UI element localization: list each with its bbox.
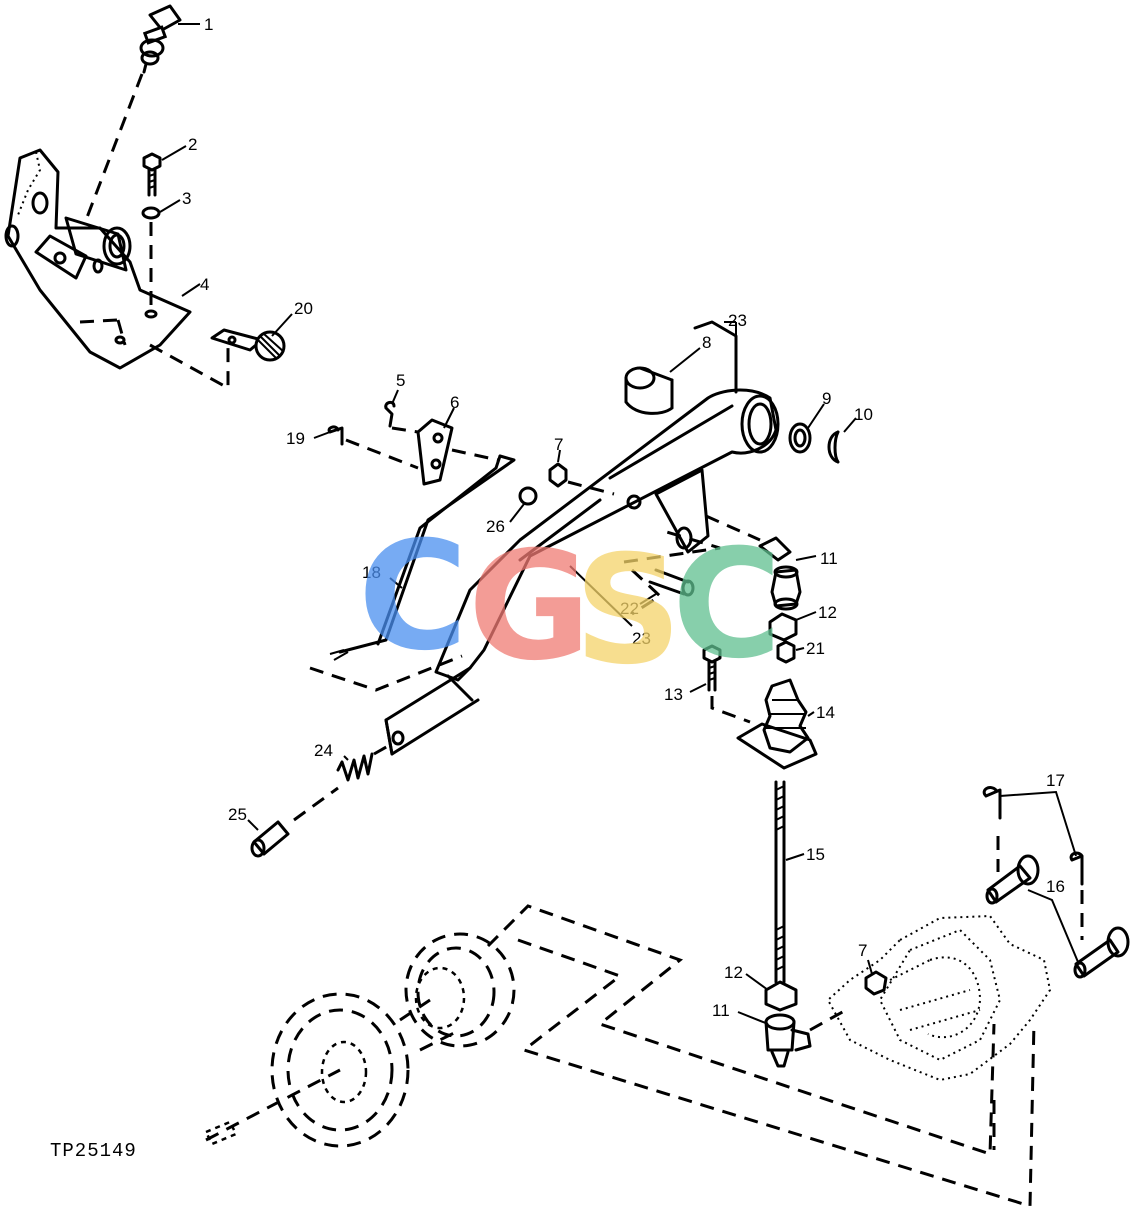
- callout-17: 17: [1046, 771, 1065, 790]
- part-22-pin: [648, 568, 695, 597]
- part-7-nut-lower: [864, 970, 888, 996]
- part-11-balljoint-lower: [764, 1013, 812, 1068]
- callout-3: 3: [182, 189, 191, 208]
- dash-bolt13: [710, 696, 751, 724]
- brake-caliper-ghost: [826, 914, 1052, 1082]
- callout-12-bottom: 12: [724, 963, 743, 982]
- part-1-knob: [139, 4, 182, 74]
- callout-7-bottom: 7: [858, 941, 867, 960]
- part-15-rod: [774, 780, 786, 984]
- part-13-bolt: [702, 644, 722, 692]
- part-7-nut: [548, 462, 568, 488]
- callout-12-top: 12: [818, 603, 837, 622]
- part-11-balljoint-upper: [758, 536, 802, 611]
- part-19-cotter: [327, 425, 344, 446]
- callout-9: 9: [822, 389, 831, 408]
- part-10-snap-ring: [827, 430, 840, 464]
- callout-16: 16: [1046, 877, 1065, 896]
- callout-24: 24: [314, 741, 333, 760]
- watermark-letter-3: S: [574, 524, 682, 698]
- part-23-arm: [384, 320, 780, 756]
- callout-18: 18: [362, 563, 381, 582]
- dash-knob-to-bracket: [84, 73, 144, 221]
- callout-22: 22: [620, 599, 639, 618]
- part-20-clip: [210, 328, 286, 362]
- part-2-bolt: [142, 152, 162, 197]
- dash-nut-line: [567, 480, 615, 496]
- dash-pins-vertical: [996, 836, 1084, 940]
- dash-pins-line: [345, 426, 499, 470]
- callout-leaders: [159, 23, 1079, 1025]
- part-12-nut-lower: [764, 980, 798, 1012]
- part-16-pins: [985, 854, 1130, 979]
- dash-balljoint-to-caliper: [809, 1008, 847, 1032]
- part-14-boot: [736, 678, 818, 770]
- part-5-cotter: [384, 400, 396, 428]
- part-4-bracket: [4, 148, 192, 370]
- part-6-plate: [416, 418, 454, 486]
- callout-25: 25: [228, 805, 247, 824]
- part-26-washer: [518, 486, 538, 506]
- callout-14: 14: [816, 703, 835, 722]
- callout-5: 5: [396, 371, 405, 390]
- callout-labels: 1 2 3 4 20 23 8 9 10 5 6 19 7 26 11 18 2…: [182, 15, 1065, 1020]
- dash-route-2: [517, 938, 1036, 1209]
- part-24-spring: [336, 752, 374, 782]
- callout-15: 15: [806, 845, 825, 864]
- callout-23-top: 23: [728, 311, 747, 330]
- dash-rod-outline: [309, 654, 463, 692]
- figure-code: TP25149: [50, 1140, 137, 1162]
- part-21-nut: [776, 640, 796, 664]
- part-25-pin: [250, 820, 290, 858]
- watermark-letter-1: C: [358, 510, 468, 684]
- watermark-letter-4: C: [672, 518, 782, 692]
- callout-7-top: 7: [554, 435, 563, 454]
- dash-bracket-outline: [79, 318, 230, 391]
- dash-shaft-line: [205, 1068, 341, 1142]
- callout-4: 4: [200, 275, 209, 294]
- dash-route-1: [486, 904, 996, 1157]
- dash-pin-outline: [623, 528, 721, 616]
- dash-arm-to-balljoint: [705, 514, 761, 542]
- callout-20: 20: [294, 299, 313, 318]
- part-17-cotters: [982, 786, 1084, 886]
- watermark-logo: C G S C: [358, 510, 782, 698]
- part-9-washer: [788, 422, 812, 454]
- callout-23-mid: 23: [632, 629, 651, 648]
- callout-26: 26: [486, 517, 505, 536]
- callout-13: 13: [664, 685, 683, 704]
- brake-disc-ghost: [270, 932, 516, 1148]
- callout-10: 10: [854, 405, 873, 424]
- callout-1: 1: [204, 15, 213, 34]
- part-3-washer: [141, 206, 161, 220]
- dash-spring-to-arm: [373, 744, 389, 756]
- callout-11-top: 11: [820, 549, 838, 568]
- watermark-letter-2: G: [468, 520, 591, 694]
- callout-21: 21: [806, 639, 825, 658]
- part-8-bushing: [624, 366, 674, 415]
- callout-8: 8: [702, 333, 711, 352]
- callout-11-bottom: 11: [712, 1001, 730, 1020]
- dash-pin-to-spring: [293, 786, 339, 822]
- part-12-nut-upper: [768, 612, 798, 642]
- callout-19: 19: [286, 429, 305, 448]
- callout-2: 2: [188, 135, 197, 154]
- callout-6: 6: [450, 393, 459, 412]
